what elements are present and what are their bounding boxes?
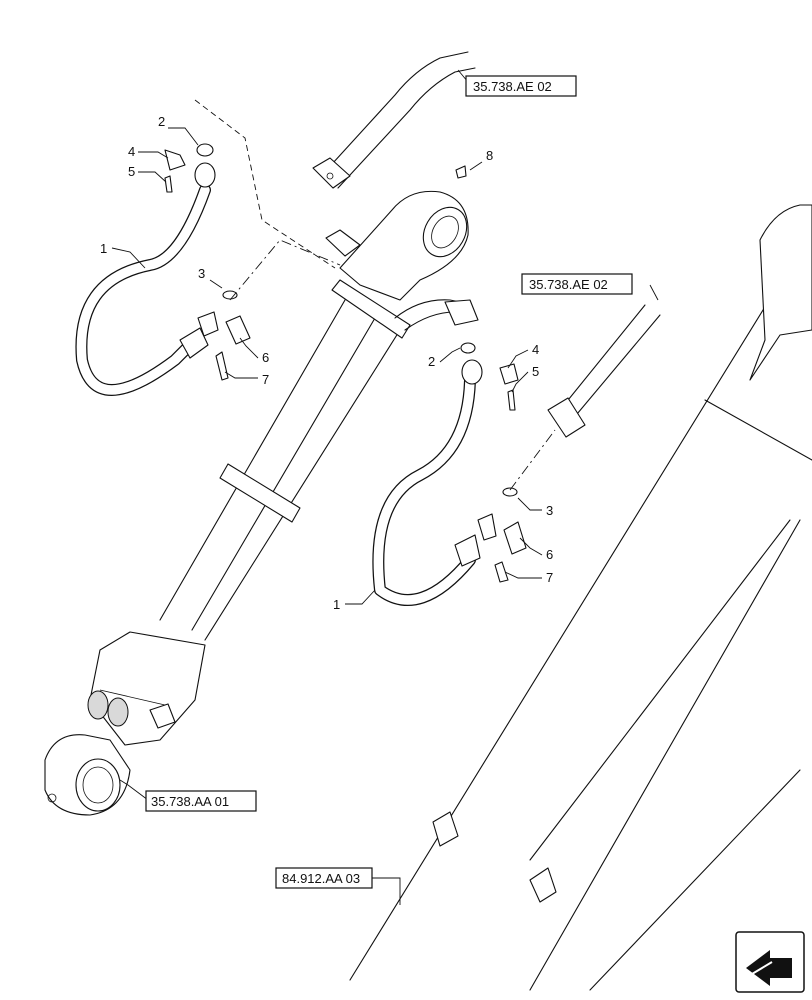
callout-6-left: 6 [262, 350, 269, 365]
assembly-centerlines [194, 99, 556, 491]
callout-5-left: 5 [128, 164, 135, 179]
callout-1-right: 1 [333, 597, 340, 612]
ref-top-label: 35.738.AE 02 [473, 79, 552, 94]
callout-2-left: 2 [158, 114, 165, 129]
callout-leaders [111, 69, 659, 905]
ref-box-top[interactable]: 35.738.AE 02 [465, 75, 577, 97]
callout-1-left: 1 [100, 241, 107, 256]
callout-7-right: 7 [546, 570, 553, 585]
left-callouts: 1 2 4 5 3 6 7 [100, 114, 269, 387]
callout-3-left: 3 [198, 266, 205, 281]
ref-box-right[interactable]: 35.738.AE 02 [521, 273, 633, 295]
right-callouts: 2 4 5 3 6 7 1 8 [333, 148, 553, 612]
callout-6-right: 6 [546, 547, 553, 562]
callout-8: 8 [486, 148, 493, 163]
ref-bottom-label: 84.912.AA 03 [282, 871, 360, 886]
callout-4-left: 4 [128, 144, 135, 159]
right-hose-assembly [372, 165, 661, 606]
callout-5-right: 5 [532, 364, 539, 379]
callout-2-right: 2 [428, 354, 435, 369]
ref-box-bottom-left[interactable]: 35.738.AA 01 [145, 790, 257, 812]
left-hose-assembly [75, 143, 251, 396]
upper-tube [312, 51, 476, 189]
callout-3-right: 3 [546, 503, 553, 518]
ref-box-bottom[interactable]: 84.912.AA 03 [275, 867, 373, 889]
arrow-left-icon[interactable] [735, 931, 805, 993]
hydraulic-cylinder [44, 190, 479, 816]
ref-bottom-left-label: 35.738.AA 01 [151, 794, 229, 809]
callout-4-right: 4 [532, 342, 539, 357]
ref-right-label: 35.738.AE 02 [529, 277, 608, 292]
boom-arm [349, 204, 812, 991]
callout-7-left: 7 [262, 372, 269, 387]
